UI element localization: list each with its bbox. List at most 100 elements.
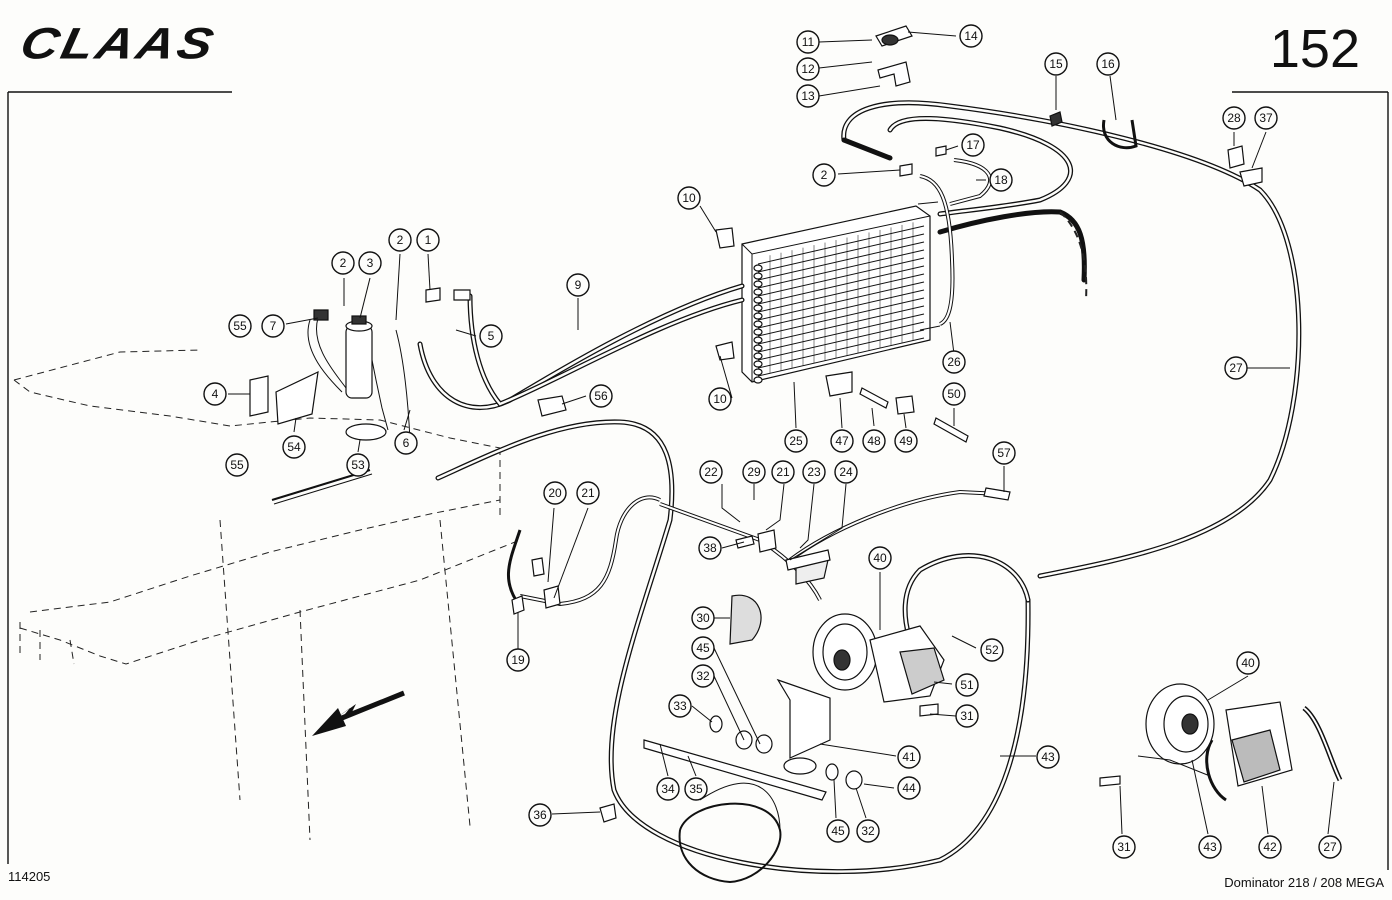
- svg-text:26: 26: [947, 355, 961, 369]
- svg-text:11: 11: [802, 35, 815, 49]
- leader-lines: [228, 31, 1335, 835]
- svg-text:24: 24: [839, 465, 853, 479]
- svg-text:2: 2: [821, 168, 828, 182]
- svg-text:55: 55: [233, 319, 247, 333]
- callout-52: 52: [980, 638, 1004, 662]
- svg-text:2: 2: [397, 233, 404, 247]
- svg-text:27: 27: [1229, 361, 1243, 375]
- svg-text:43: 43: [1203, 840, 1217, 854]
- svg-text:33: 33: [673, 699, 687, 713]
- svg-text:4: 4: [212, 387, 219, 401]
- callout-10b: 10: [708, 387, 732, 411]
- svg-text:56: 56: [594, 389, 608, 403]
- callout-40b: 40: [1236, 651, 1260, 675]
- svg-text:50: 50: [947, 387, 961, 401]
- callout-35: 35: [684, 777, 708, 801]
- svg-text:49: 49: [899, 434, 913, 448]
- callout-22: 22: [699, 460, 723, 484]
- callout-1: 1: [416, 228, 440, 252]
- svg-text:34: 34: [661, 782, 675, 796]
- svg-text:32: 32: [861, 824, 875, 838]
- svg-text:22: 22: [704, 465, 718, 479]
- callout-10a: 10: [677, 186, 701, 210]
- page-frame: [7, 91, 1389, 870]
- callout-47: 47: [830, 429, 854, 453]
- callout-17: 17: [961, 133, 985, 157]
- callout-43b: 43: [1198, 835, 1222, 859]
- svg-text:37: 37: [1259, 111, 1273, 125]
- svg-text:28: 28: [1227, 111, 1241, 125]
- svg-text:55: 55: [230, 458, 244, 472]
- callout-51: 51: [955, 673, 979, 697]
- svg-text:38: 38: [703, 541, 717, 555]
- callout-36: 36: [528, 803, 552, 827]
- svg-text:40: 40: [873, 551, 887, 565]
- svg-text:5: 5: [488, 329, 495, 343]
- callout-9: 9: [566, 273, 590, 297]
- condenser: [741, 201, 941, 384]
- svg-text:10: 10: [713, 392, 727, 406]
- machine-outline: [13, 349, 521, 841]
- svg-text:10: 10: [682, 191, 696, 205]
- callout-27a: 27: [1224, 356, 1248, 380]
- callout-19: 19: [506, 648, 530, 672]
- callout-20: 20: [543, 481, 567, 505]
- model-caption: Dominator 218 / 208 MEGA: [1224, 875, 1384, 890]
- svg-text:21: 21: [581, 486, 595, 500]
- callout-21a: 21: [771, 460, 795, 484]
- callout-30: 30: [691, 606, 715, 630]
- callout-40a: 40: [868, 546, 892, 570]
- svg-text:7: 7: [270, 319, 277, 333]
- callout-7: 7: [261, 314, 285, 338]
- callout-27b: 27: [1318, 835, 1342, 859]
- svg-text:6: 6: [403, 436, 410, 450]
- svg-text:52: 52: [985, 643, 999, 657]
- svg-text:13: 13: [801, 89, 815, 103]
- hose-lines: [417, 100, 1343, 875]
- svg-text:20: 20: [548, 486, 562, 500]
- svg-text:15: 15: [1049, 57, 1063, 71]
- callout-16: 16: [1096, 52, 1120, 76]
- svg-text:12: 12: [801, 62, 815, 76]
- callout-29: 29: [742, 460, 766, 484]
- callout-12: 12: [796, 57, 820, 81]
- callout-2c: 2: [388, 228, 412, 252]
- callout-31b: 31: [1112, 835, 1136, 859]
- svg-text:47: 47: [835, 434, 849, 448]
- callout-2a: 2: [812, 163, 836, 187]
- svg-text:45: 45: [696, 641, 710, 655]
- svg-text:27: 27: [1323, 840, 1337, 854]
- callout-41: 41: [897, 745, 921, 769]
- callout-42: 42: [1258, 835, 1282, 859]
- svg-text:19: 19: [511, 653, 525, 667]
- svg-text:2: 2: [340, 256, 347, 270]
- callout-55a: 55: [228, 314, 252, 338]
- svg-text:35: 35: [689, 782, 703, 796]
- svg-text:43: 43: [1041, 750, 1055, 764]
- callout-23: 23: [802, 460, 826, 484]
- callout-56: 56: [589, 384, 613, 408]
- callout-21b: 21: [576, 481, 600, 505]
- callout-34: 34: [656, 777, 680, 801]
- callout-48: 48: [862, 429, 886, 453]
- svg-text:41: 41: [902, 750, 916, 764]
- callout-25: 25: [784, 429, 808, 453]
- drawing-number: 114205: [8, 869, 51, 884]
- callout-2b: 2: [331, 251, 355, 275]
- svg-text:25: 25: [789, 434, 803, 448]
- svg-text:16: 16: [1101, 57, 1115, 71]
- svg-text:31: 31: [960, 709, 974, 723]
- callout-49: 49: [894, 429, 918, 453]
- svg-text:9: 9: [575, 278, 582, 292]
- callout-5: 5: [479, 324, 503, 348]
- svg-text:48: 48: [867, 434, 881, 448]
- receiver-drier: [249, 309, 411, 441]
- callout-50: 50: [942, 382, 966, 406]
- callout-3: 3: [358, 251, 382, 275]
- callout-53: 53: [346, 453, 370, 477]
- svg-text:42: 42: [1263, 840, 1277, 854]
- svg-text:32: 32: [696, 669, 710, 683]
- svg-text:53: 53: [351, 458, 365, 472]
- svg-text:36: 36: [533, 808, 547, 822]
